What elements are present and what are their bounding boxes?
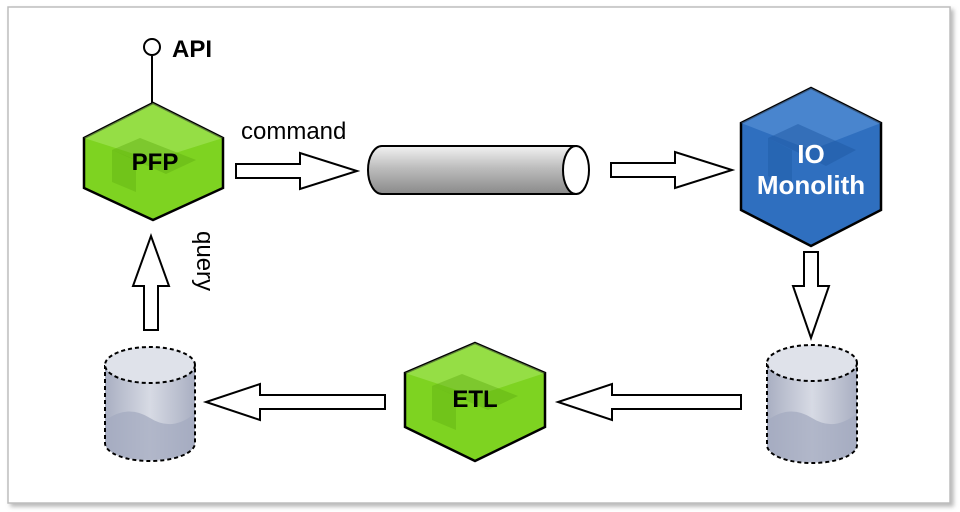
api-label: API	[172, 36, 212, 63]
pfp-top-face	[84, 103, 223, 160]
pipe-end-cap	[562, 145, 590, 195]
arrow-pfp-to-queue	[235, 151, 361, 191]
etl-box-icon	[432, 374, 518, 410]
command-label: command	[241, 118, 346, 145]
etl-top-face	[405, 343, 545, 396]
right-db-top	[766, 344, 858, 382]
etl-node: ETL	[403, 341, 547, 463]
io-box-side	[768, 138, 792, 188]
pfp-label: PFP	[132, 149, 179, 176]
pfp-box-icon	[112, 138, 196, 174]
pipe-body	[367, 145, 577, 195]
right-database	[766, 344, 858, 464]
etl-box-side	[432, 386, 456, 430]
left-db-top	[104, 346, 196, 384]
io-monolith-node: IO Monolith	[739, 86, 883, 248]
arrow-readstore-to-pfp	[131, 233, 171, 331]
pfp-box-side	[112, 150, 136, 192]
arrow-queue-to-io	[610, 150, 736, 190]
io-label-line2: Monolith	[757, 170, 865, 200]
api-endpoint: API	[143, 36, 212, 103]
right-db-fill-wave	[768, 411, 856, 462]
pfp-node: PFP	[82, 101, 225, 222]
left-db-fill-wave	[106, 411, 194, 460]
message-queue-pipe	[367, 145, 590, 195]
left-database	[104, 346, 196, 462]
api-circle-icon	[143, 38, 161, 56]
etl-label: ETL	[452, 386, 497, 413]
arrow-io-to-datastore	[791, 251, 831, 342]
arrow-etl-to-readstore	[202, 382, 386, 422]
arrow-datastore-to-etl	[554, 382, 742, 422]
io-box-icon	[768, 124, 856, 166]
io-label-line1: IO	[797, 139, 824, 169]
query-label: query	[191, 231, 218, 291]
